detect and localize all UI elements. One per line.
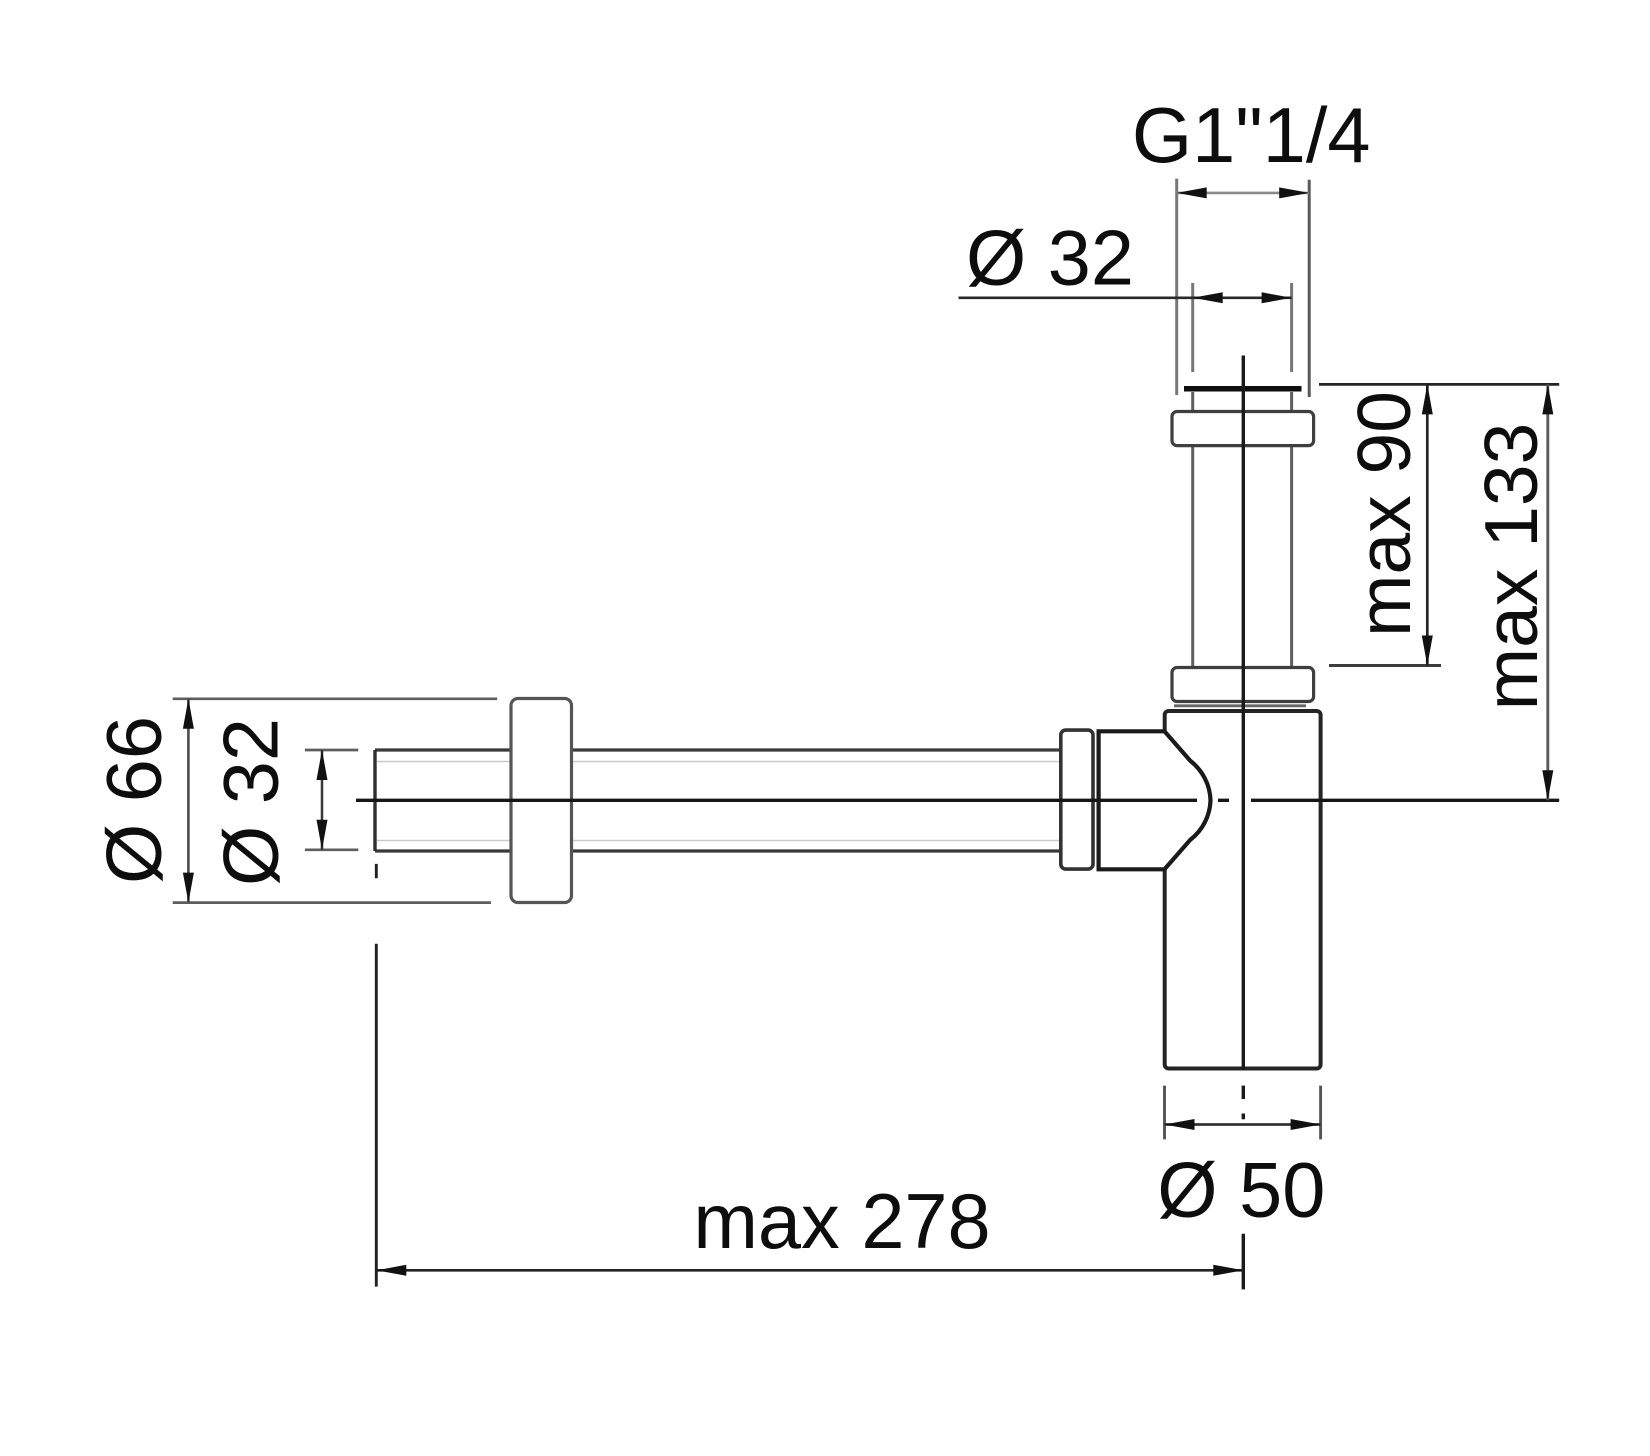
svg-text:Ø 32: Ø 32	[209, 718, 295, 886]
svg-text:max 90: max 90	[1342, 391, 1426, 637]
svg-text:G1"1/4: G1"1/4	[1132, 93, 1371, 179]
svg-text:Ø 66: Ø 66	[92, 716, 178, 884]
svg-text:max 278: max 278	[693, 1179, 990, 1265]
svg-text:Ø 50: Ø 50	[1157, 1147, 1325, 1233]
svg-text:max 133: max 133	[1469, 423, 1553, 711]
svg-text:Ø 32: Ø 32	[966, 215, 1134, 301]
